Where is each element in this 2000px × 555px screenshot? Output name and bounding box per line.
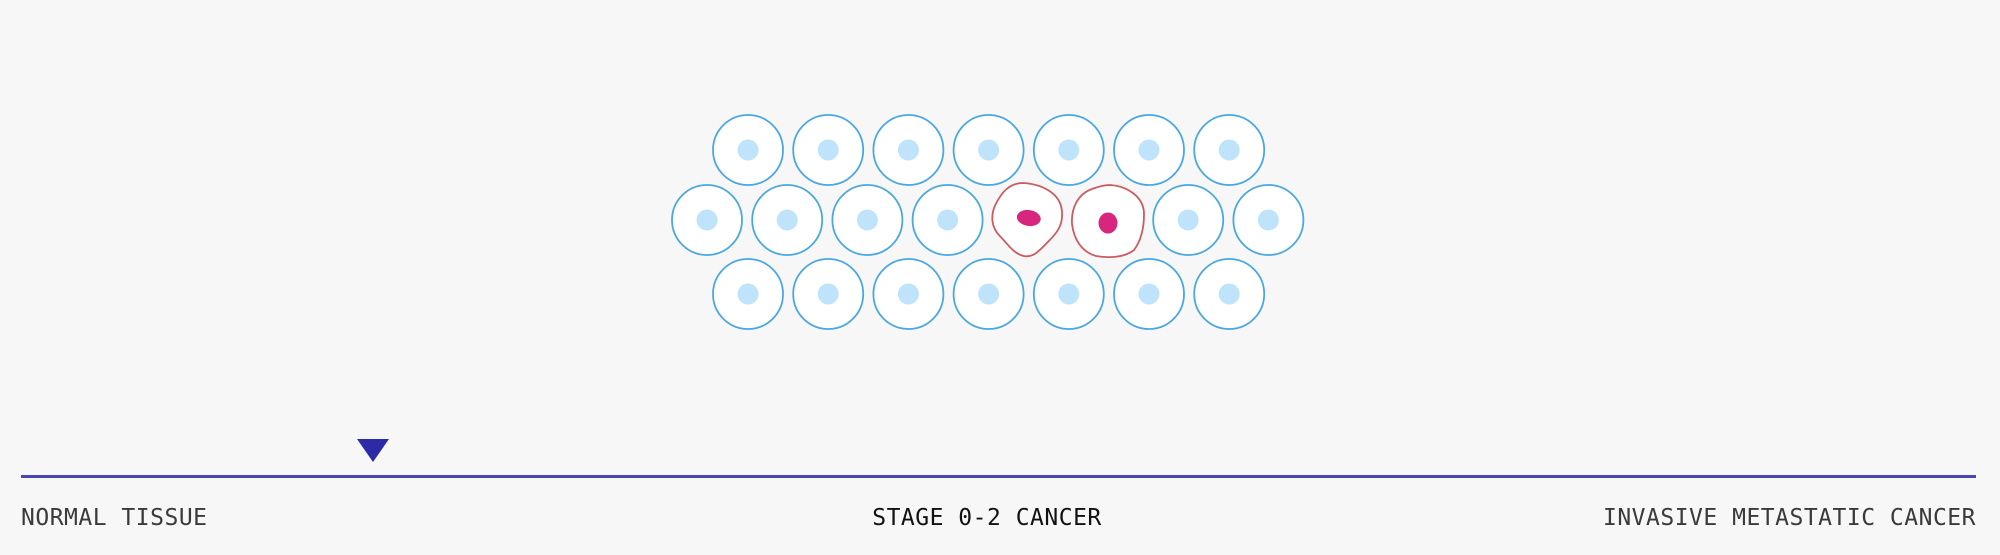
normal-cell xyxy=(831,184,904,256)
normal-cell xyxy=(952,258,1025,330)
cell-nucleus xyxy=(978,139,1000,161)
cell-nucleus xyxy=(1058,283,1080,305)
normal-cell xyxy=(751,184,824,256)
normal-cell xyxy=(1032,258,1105,330)
cell-nucleus xyxy=(776,209,798,231)
cancer-cell xyxy=(1071,184,1145,258)
normal-cell xyxy=(712,258,784,330)
cell-nucleus xyxy=(817,283,839,305)
normal-cell xyxy=(1232,184,1305,256)
cell-nucleus xyxy=(1257,209,1279,231)
cell-nucleus xyxy=(737,283,759,305)
normal-cell xyxy=(1113,114,1185,186)
normal-cell xyxy=(712,114,784,186)
cell-nucleus xyxy=(1138,283,1160,305)
normal-cell xyxy=(911,184,984,256)
normal-cell xyxy=(952,114,1025,186)
cancer-nucleus xyxy=(1098,212,1118,234)
normal-cell xyxy=(872,114,945,186)
cell-nucleus xyxy=(1058,139,1080,161)
cell-nucleus xyxy=(856,209,878,231)
normal-cell xyxy=(1193,114,1266,186)
cancer-nucleus xyxy=(1016,209,1041,227)
cell-nucleus xyxy=(817,139,839,161)
stage-marker-icon xyxy=(356,439,389,462)
label-invasive-cancer: INVASIVE METASTATIC CANCER xyxy=(1602,505,1976,531)
normal-cell xyxy=(1113,258,1185,330)
cell-nucleus xyxy=(737,139,759,161)
cell-nucleus xyxy=(1218,283,1240,305)
normal-cell xyxy=(1152,184,1225,256)
cell-nucleus xyxy=(978,283,1000,305)
cell-nucleus xyxy=(1138,139,1160,161)
normal-cell xyxy=(792,114,865,186)
normal-cell xyxy=(872,258,945,330)
progression-timeline xyxy=(21,475,1976,478)
cell-nucleus xyxy=(696,209,718,231)
cell-nucleus xyxy=(1177,209,1199,231)
label-current-stage: STAGE 0-2 CANCER xyxy=(872,505,1102,531)
cell-nucleus xyxy=(897,139,919,161)
normal-cell xyxy=(671,184,743,256)
cancer-cell xyxy=(991,182,1063,258)
normal-cell xyxy=(1032,114,1105,186)
cell-nucleus xyxy=(937,209,959,231)
label-normal-tissue: NORMAL TISSUE xyxy=(21,505,208,531)
normal-cell xyxy=(792,258,865,330)
cell-nucleus xyxy=(897,283,919,305)
cell-nucleus xyxy=(1218,139,1240,161)
normal-cell xyxy=(1193,258,1266,330)
cell-cluster xyxy=(671,114,1305,330)
